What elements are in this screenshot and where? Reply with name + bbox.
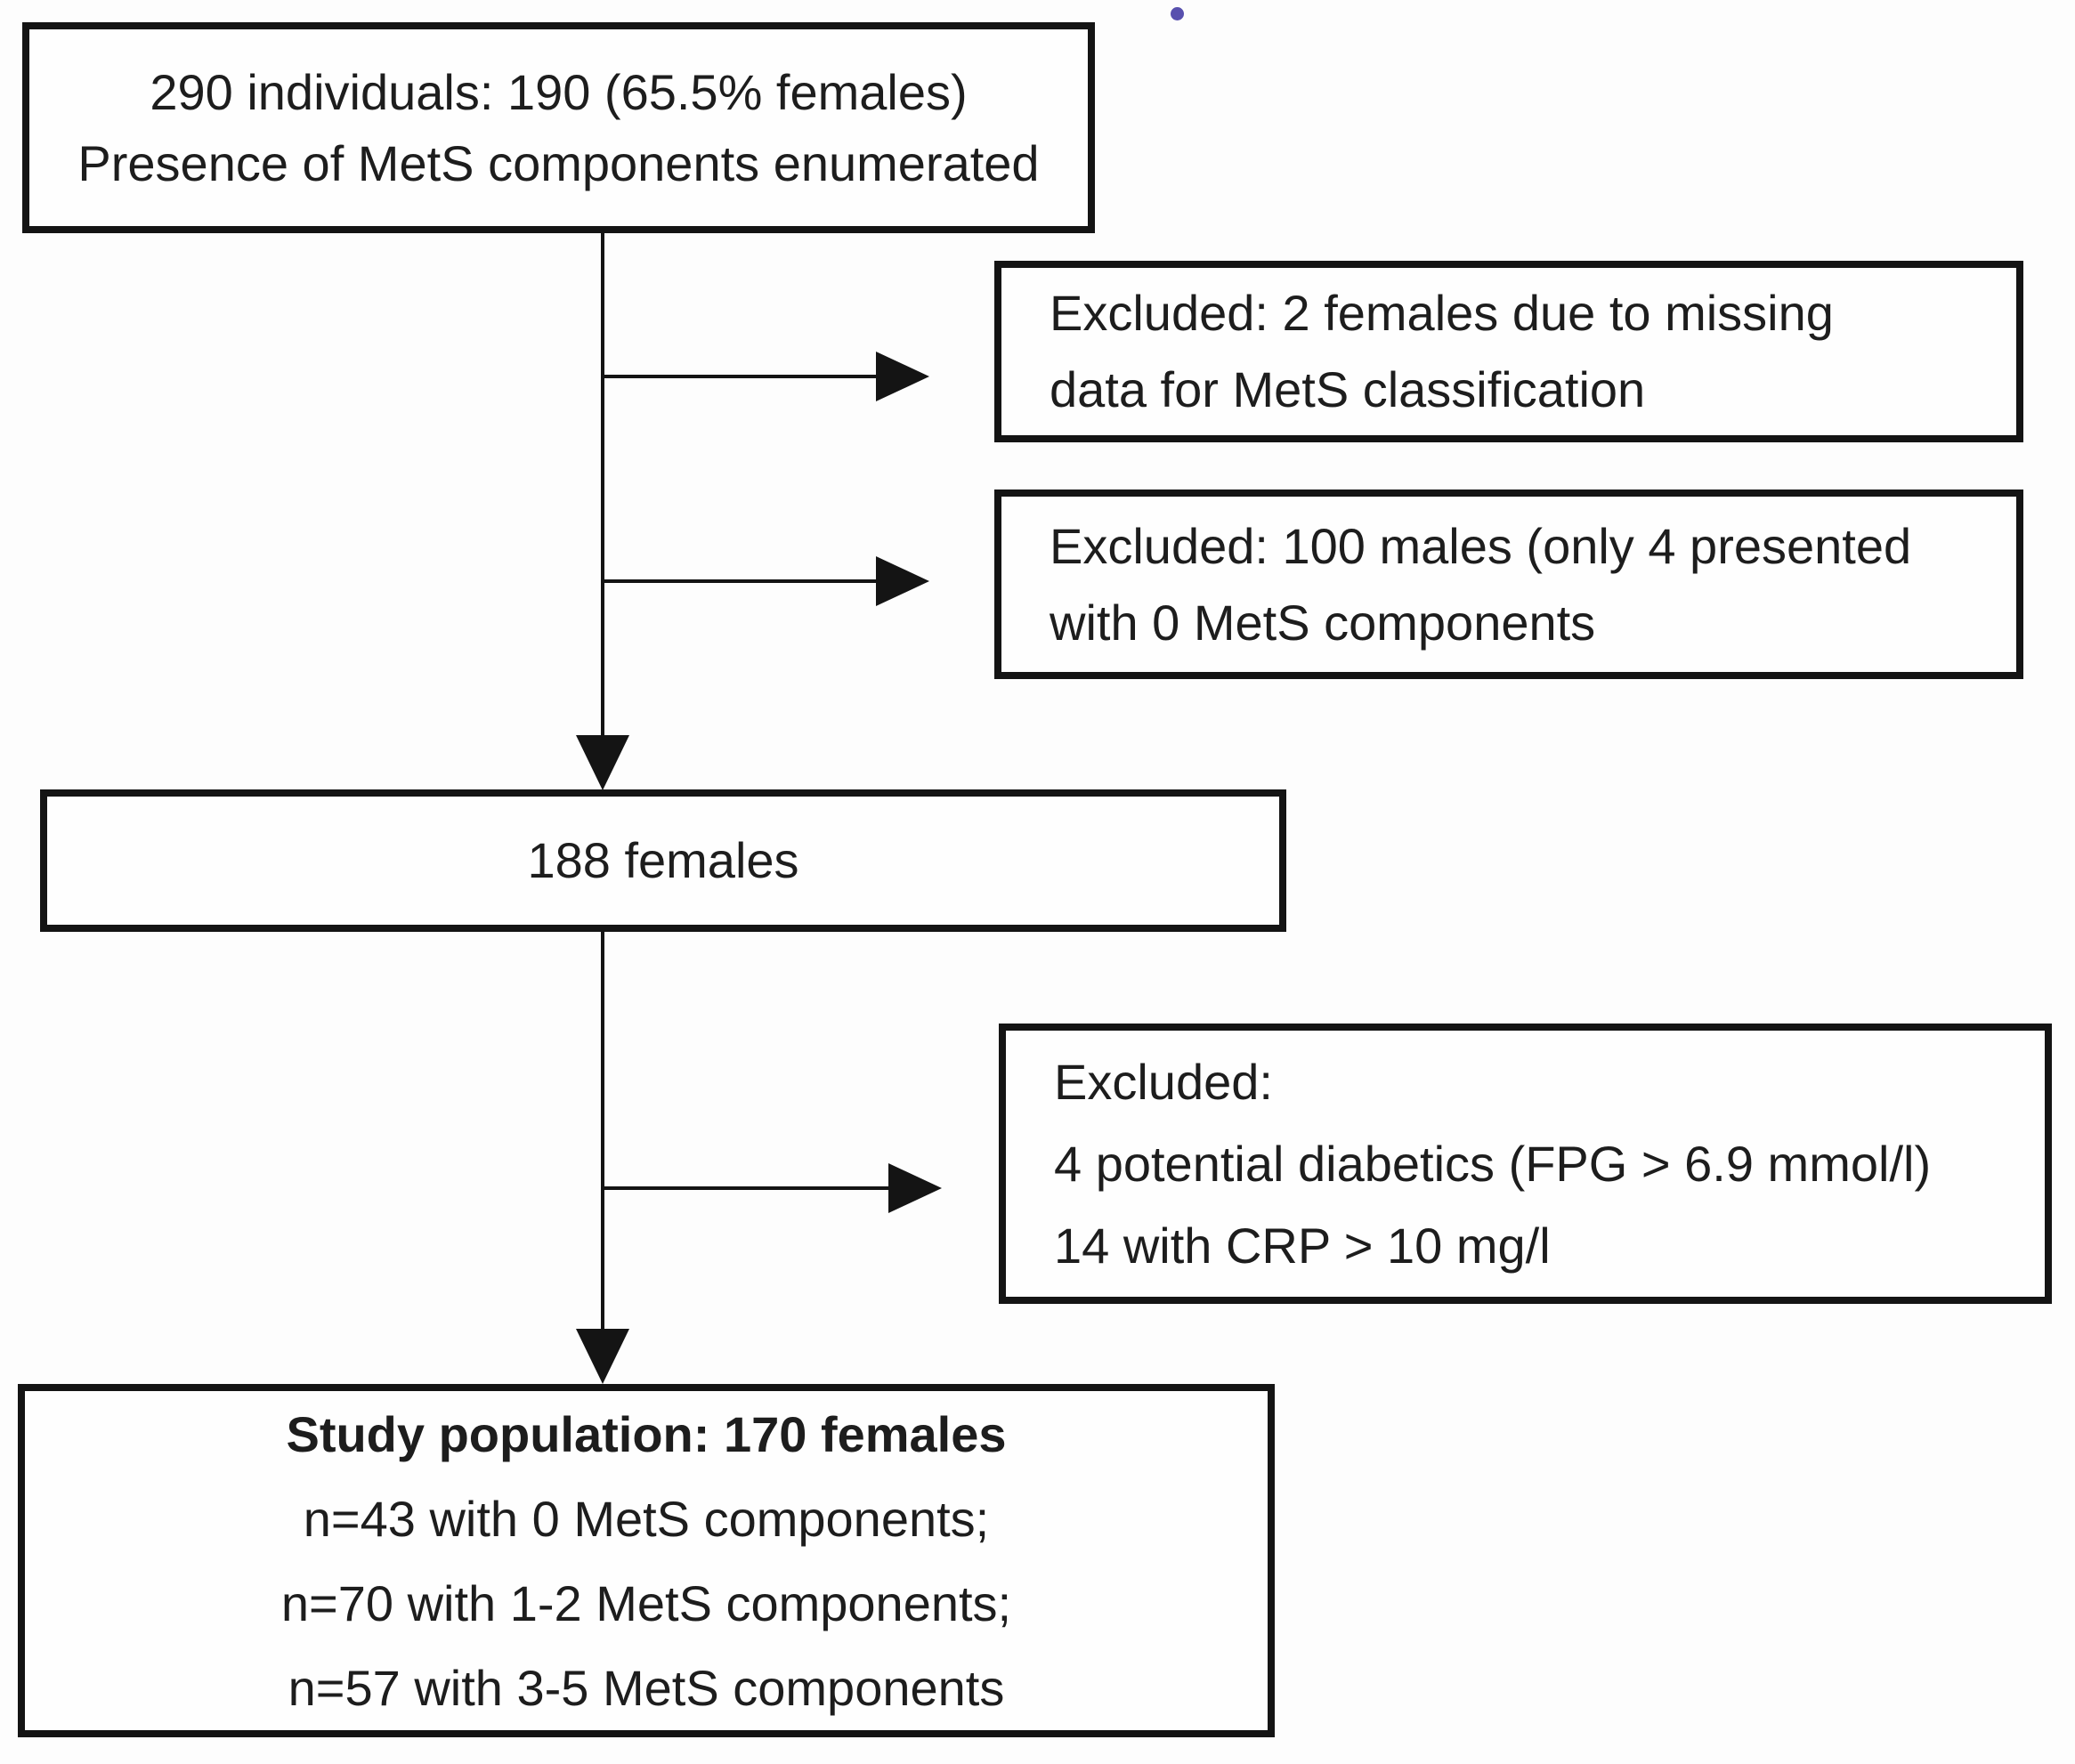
- connector-vertical-1: [601, 233, 604, 739]
- arrowhead-right-3: [888, 1163, 942, 1213]
- study-population-line-2: n=70 with 1-2 MetS components;: [280, 1574, 1012, 1631]
- excluded-labs-line-2: 4 potential diabetics (FPG > 6.9 mmol/l): [1054, 1135, 1932, 1192]
- excluded-males-line-2: with 0 MetS components: [1050, 594, 1596, 651]
- branch-line-2: [603, 579, 877, 583]
- node-enrollment: 290 individuals: 190 (65.5% females) Pre…: [22, 22, 1095, 233]
- arrowhead-down-1: [576, 735, 629, 790]
- excluded-labs-line-1: Excluded:: [1054, 1053, 1273, 1110]
- node-excluded-labs: Excluded: 4 potential diabetics (FPG > 6…: [999, 1024, 2052, 1304]
- enrollment-line-2: Presence of MetS components enumerated: [77, 134, 1040, 191]
- enrollment-line-1: 290 individuals: 190 (65.5% females): [150, 63, 968, 120]
- arrowhead-down-2: [576, 1329, 629, 1384]
- study-population-title: Study population: 170 females: [286, 1405, 1007, 1462]
- branch-line-3: [603, 1186, 889, 1190]
- 188-females-line-1: 188 females: [527, 832, 799, 888]
- excluded-labs-line-3: 14 with CRP > 10 mg/l: [1054, 1217, 1551, 1274]
- excluded-missing-line-2: data for MetS classification: [1050, 361, 1646, 417]
- node-excluded-missing: Excluded: 2 females due to missing data …: [994, 261, 2023, 442]
- node-188-females: 188 females: [40, 789, 1286, 932]
- connector-vertical-2: [601, 932, 604, 1331]
- excluded-males-line-1: Excluded: 100 males (only 4 presented: [1050, 517, 1912, 574]
- study-population-line-1: n=43 with 0 MetS components;: [303, 1490, 990, 1547]
- node-study-population: Study population: 170 females n=43 with …: [18, 1384, 1275, 1737]
- node-excluded-males: Excluded: 100 males (only 4 presented wi…: [994, 490, 2023, 679]
- branch-line-1: [603, 375, 877, 378]
- stray-dot: [1171, 7, 1184, 20]
- excluded-missing-line-1: Excluded: 2 females due to missing: [1050, 285, 1834, 341]
- arrowhead-right-2: [876, 556, 929, 606]
- study-population-line-3: n=57 with 3-5 MetS components: [288, 1659, 1005, 1716]
- arrowhead-right-1: [876, 352, 929, 401]
